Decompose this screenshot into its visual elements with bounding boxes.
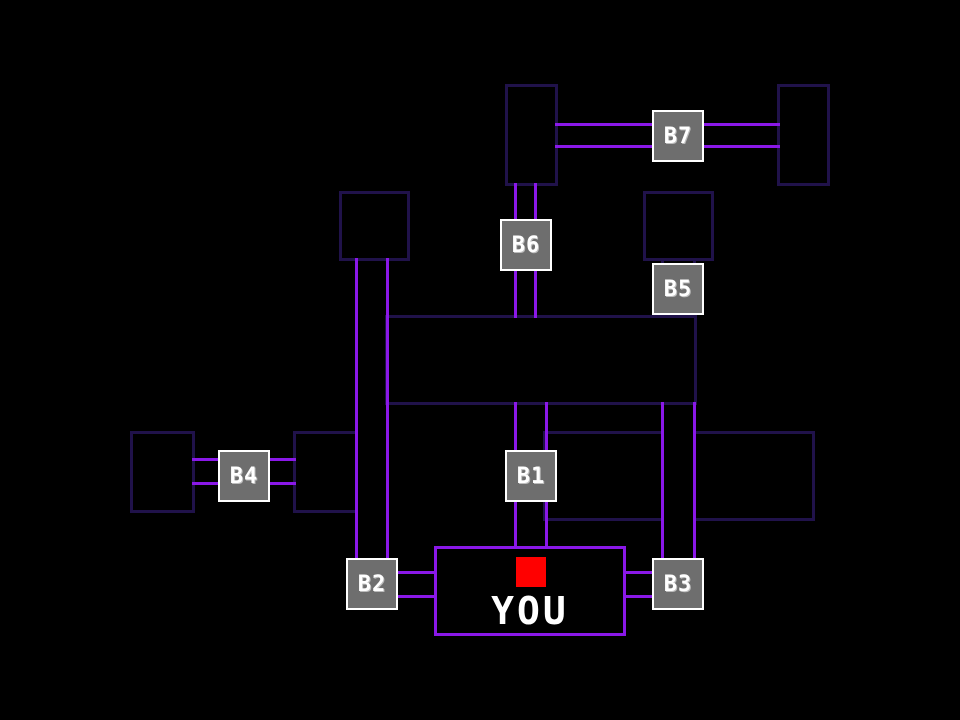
room-top-right bbox=[777, 84, 830, 186]
camera-button-b3[interactable]: B3 bbox=[652, 558, 704, 610]
room-left bbox=[293, 431, 358, 513]
camera-button-b4[interactable]: B4 bbox=[218, 450, 270, 502]
room-top-center bbox=[505, 84, 558, 186]
camera-label-b6: B6 bbox=[511, 232, 541, 258]
player-marker bbox=[516, 557, 546, 587]
camera-label-b7: B7 bbox=[663, 123, 693, 149]
hallway-right-vertical bbox=[661, 402, 696, 562]
camera-label-b2: B2 bbox=[357, 571, 387, 597]
room-far-right bbox=[693, 431, 815, 521]
room-main-hall bbox=[385, 315, 697, 405]
camera-label-b5: B5 bbox=[663, 276, 693, 302]
player-label: YOU bbox=[491, 589, 569, 633]
room-far-left bbox=[130, 431, 195, 513]
room-player-office bbox=[434, 546, 626, 636]
room-upper-left bbox=[339, 191, 410, 261]
camera-button-b7[interactable]: B7 bbox=[652, 110, 704, 162]
camera-label-b3: B3 bbox=[663, 571, 693, 597]
camera-label-b4: B4 bbox=[229, 463, 259, 489]
camera-button-b6[interactable]: B6 bbox=[500, 219, 552, 271]
room-center-right bbox=[543, 431, 664, 521]
hallway-left-vertical bbox=[355, 258, 389, 563]
camera-button-b5[interactable]: B5 bbox=[652, 263, 704, 315]
camera-button-b1[interactable]: B1 bbox=[505, 450, 557, 502]
camera-button-b2[interactable]: B2 bbox=[346, 558, 398, 610]
camera-label-b1: B1 bbox=[516, 463, 546, 489]
hallway-office-left-door bbox=[396, 571, 437, 598]
hallway-office-right-door bbox=[623, 571, 655, 598]
room-upper-right bbox=[643, 191, 714, 261]
